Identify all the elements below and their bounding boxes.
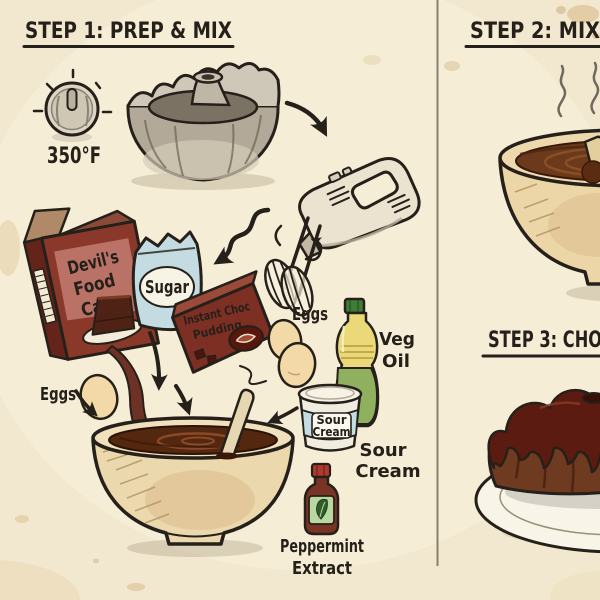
spoon-shadow	[216, 452, 238, 460]
cake-glaze	[487, 388, 600, 474]
sour-cream-caption-line2: Cream	[355, 461, 420, 482]
paper-stain	[0, 560, 80, 600]
arrow-pudding-to-bowl	[148, 331, 168, 391]
veg-oil-caption-line2: Oil	[382, 351, 410, 372]
hand-mixer	[264, 157, 421, 317]
peppermint-caption-line1: Peppermint	[280, 536, 364, 557]
mixer-rotation-arrow	[304, 237, 323, 262]
oven-dial-icon	[32, 68, 113, 142]
bowl-hatching	[102, 445, 170, 524]
arrow-sourcream-to-bowl	[267, 406, 299, 425]
step2-panel: STEP 2: MIX	[464, 19, 600, 302]
sour-cream-tub-line2: Cream	[313, 425, 351, 439]
peppermint-caption-line2: Extract	[292, 558, 352, 579]
oven-temp-label: 350°F	[47, 144, 101, 169]
arrow-mixer-to-ingredients	[213, 207, 271, 265]
paper-stain	[592, 33, 600, 39]
step2-bowl	[498, 128, 600, 302]
eggs-upper-label: Eggs	[292, 304, 328, 325]
arrow-pan-to-mixer	[284, 100, 328, 137]
mixing-bowl	[91, 388, 295, 557]
paper-stain	[15, 515, 29, 523]
step1-title: STEP 1: PREP & MIX	[25, 19, 232, 44]
step2-title: STEP 2: MIX	[470, 19, 600, 44]
paper-stain	[363, 55, 381, 65]
arrow-egg-to-bowl	[74, 389, 98, 417]
eggs-lower-label: Eggs	[40, 384, 76, 405]
eggs-upper	[267, 318, 317, 389]
paper-stain	[444, 61, 460, 71]
bundt-pan	[126, 62, 281, 190]
paper-stain	[0, 220, 20, 276]
mixer-beaters	[264, 216, 322, 317]
paper-stain	[550, 570, 600, 600]
paper-stain	[93, 558, 99, 564]
devils-food-cake-box: Devil's Food Cake	[22, 207, 160, 361]
cake-center-hole	[582, 392, 600, 404]
sour-cream-tub: Sour Cream	[297, 383, 363, 452]
step3-panel: STEP 3: CHOC	[474, 328, 600, 554]
step3-title: STEP 3: CHOC	[488, 328, 600, 353]
mixer-swirl-mark	[274, 224, 283, 247]
paper-stain	[556, 6, 566, 14]
squiggle-pudding-to-eggs	[239, 365, 267, 385]
bundt-cake	[487, 388, 600, 509]
mixer-vents	[326, 185, 411, 214]
bowl-batter	[108, 425, 278, 455]
veg-oil-caption-line1: Veg	[379, 329, 415, 350]
paper-stain	[567, 5, 599, 23]
step1-panel: STEP 1: PREP & MIX 350°F	[22, 19, 421, 579]
steam	[557, 61, 600, 118]
sour-cream-tub-line1: Sour	[317, 413, 347, 427]
paper-stain	[127, 583, 145, 591]
sour-cream-caption-line1: Sour	[359, 440, 406, 461]
sugar-label: Sugar	[145, 277, 189, 298]
peppermint-bottle	[303, 462, 340, 536]
arrow-mix-to-bowl	[174, 384, 193, 416]
